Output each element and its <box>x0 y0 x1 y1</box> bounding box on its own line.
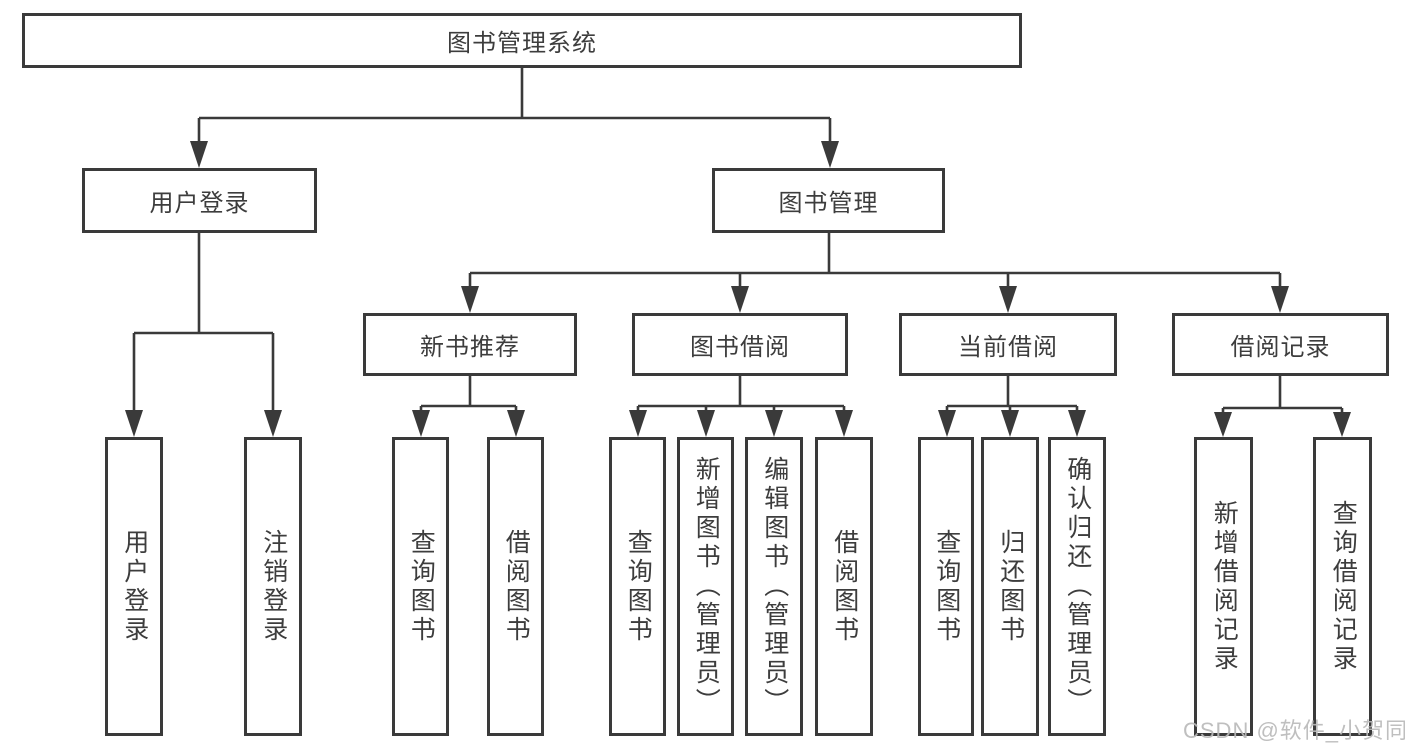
leaf-records-add-record: 新增借阅记录 <box>1194 437 1253 736</box>
leaf-current-return-books: 归还图书 <box>981 437 1039 736</box>
arrow-leaf-cb-query <box>938 410 956 437</box>
arrow-leaf-bb-query <box>629 410 647 437</box>
arrow-borrow-records <box>1271 286 1289 313</box>
node-book-borrowing: 图书借阅 <box>632 313 848 376</box>
node-borrowing-records: 借阅记录 <box>1172 313 1389 376</box>
arrow-leaf-cb-return <box>1001 410 1019 437</box>
arrow-leaf-br-query <box>1333 412 1351 437</box>
leaf-current-query-books: 查询图书 <box>918 437 974 736</box>
node-new-book-recommend: 新书推荐 <box>363 313 577 376</box>
node-root-system: 图书管理系统 <box>22 13 1022 68</box>
arrow-new-books <box>461 286 479 313</box>
leaf-newbooks-borrow-books: 借阅图书 <box>487 437 544 736</box>
edge-borrow-records <box>1221 376 1344 428</box>
leaf-current-confirm-return-admin: 确认归还（管理员） <box>1048 437 1106 736</box>
node-user-login: 用户登录 <box>82 168 317 233</box>
leaf-borrowing-add-books-admin: 新增图书（管理员） <box>677 437 734 736</box>
edge-current-borrow <box>945 376 1079 428</box>
arrow-leaf-bb-borrow <box>835 410 853 437</box>
leaf-records-query-record: 查询借阅记录 <box>1313 437 1372 736</box>
arrow-mgmt <box>821 141 839 168</box>
leaf-user-login: 用户登录 <box>105 437 163 736</box>
node-current-borrowing: 当前借阅 <box>899 313 1117 376</box>
arrow-login <box>190 141 208 168</box>
leaf-logout: 注销登录 <box>244 437 302 736</box>
arrow-leaf-user-login <box>125 410 143 437</box>
arrow-book-borrow <box>731 286 749 313</box>
arrow-leaf-br-add <box>1214 412 1232 437</box>
leaf-newbooks-query-books: 查询图书 <box>392 437 449 736</box>
arrow-leaf-nb-borrow <box>507 410 525 437</box>
edge-mgmt <box>468 233 1282 305</box>
edge-login <box>132 233 275 428</box>
leaf-borrowing-borrow-books: 借阅图书 <box>815 437 873 736</box>
csdn-watermark: CSDN @软件_小贺同学 <box>1183 718 1405 743</box>
edge-new-books <box>419 376 518 428</box>
leaf-borrowing-edit-books-admin: 编辑图书（管理员） <box>745 437 803 736</box>
arrow-current-borrow <box>999 286 1017 313</box>
arrow-leaf-nb-query <box>412 410 430 437</box>
arrow-leaf-logout <box>264 410 282 437</box>
arrow-leaf-bb-edit <box>765 410 783 437</box>
leaf-borrowing-query-books: 查询图书 <box>609 437 666 736</box>
edge-root <box>197 68 832 160</box>
arrow-leaf-cb-confirm <box>1068 410 1086 437</box>
node-book-management: 图书管理 <box>712 168 945 233</box>
arrow-leaf-bb-add <box>697 410 715 437</box>
edge-book-borrow <box>636 376 846 428</box>
